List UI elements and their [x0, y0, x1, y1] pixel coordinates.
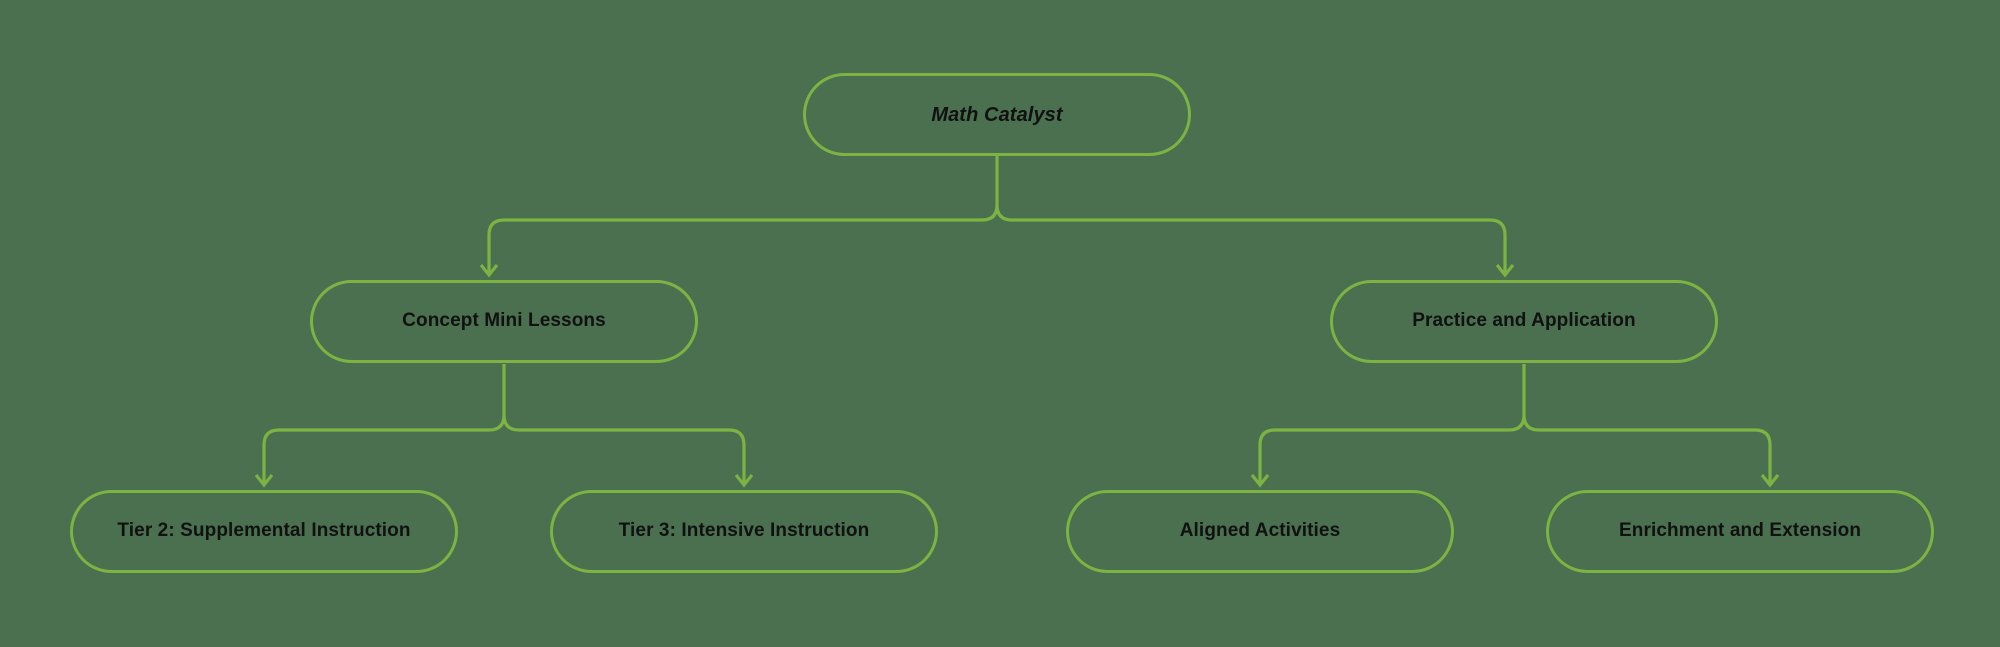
edge-root-to-branches	[504, 156, 1490, 222]
edge-concept-to-tier-2	[262, 428, 280, 482]
node-enrichment-and-extension[interactable]: Enrichment and Extension	[1546, 490, 1934, 573]
edge-practice-junction-left	[1508, 414, 1526, 432]
edge-concept-junction-left	[488, 414, 506, 432]
node-label-tier-3-intensive-instruction: Tier 3: Intensive Instruction	[618, 520, 870, 542]
edge-root-to-concept-mini-lessons	[487, 218, 505, 272]
node-practice-and-application[interactable]: Practice and Application	[1330, 280, 1718, 363]
node-tier-3-intensive-instruction[interactable]: Tier 3: Intensive Instruction	[550, 490, 938, 573]
node-math-catalyst[interactable]: Math Catalyst	[803, 73, 1191, 156]
node-tier-2-supplemental-instruction[interactable]: Tier 2: Supplemental Instruction	[70, 490, 458, 573]
arrowhead-to-tier-2	[254, 474, 274, 488]
edge-practice-to-enrichment-extension	[1754, 428, 1772, 482]
arrowhead-to-concept-mini-lessons	[479, 264, 499, 278]
node-label-aligned-activities: Aligned Activities	[1179, 520, 1341, 542]
arrowhead-to-practice-and-application	[1495, 264, 1515, 278]
node-label-tier-2-supplemental-instruction: Tier 2: Supplemental Instruction	[117, 520, 411, 542]
edge-concept-junction-right	[502, 414, 520, 432]
arrowhead-to-aligned-activities	[1250, 474, 1270, 488]
node-label-concept-mini-lessons: Concept Mini Lessons	[402, 310, 606, 332]
node-aligned-activities[interactable]: Aligned Activities	[1066, 490, 1454, 573]
edge-root-to-practice-and-application	[1489, 218, 1507, 272]
edge-root-junction-right	[995, 204, 1013, 222]
edge-practice-junction-right	[1522, 414, 1540, 432]
node-label-practice-and-application: Practice and Application	[1412, 310, 1636, 332]
edge-root-junction-left	[981, 204, 999, 222]
node-label-math-catalyst: Math Catalyst	[931, 103, 1063, 126]
edge-practice-to-aligned-activities	[1258, 428, 1276, 482]
node-concept-mini-lessons[interactable]: Concept Mini Lessons	[310, 280, 698, 363]
edge-concept-to-tier-3	[728, 428, 746, 482]
arrowhead-to-enrichment-extension	[1760, 474, 1780, 488]
node-label-enrichment-and-extension: Enrichment and Extension	[1618, 520, 1862, 542]
arrowhead-to-tier-3	[734, 474, 754, 488]
